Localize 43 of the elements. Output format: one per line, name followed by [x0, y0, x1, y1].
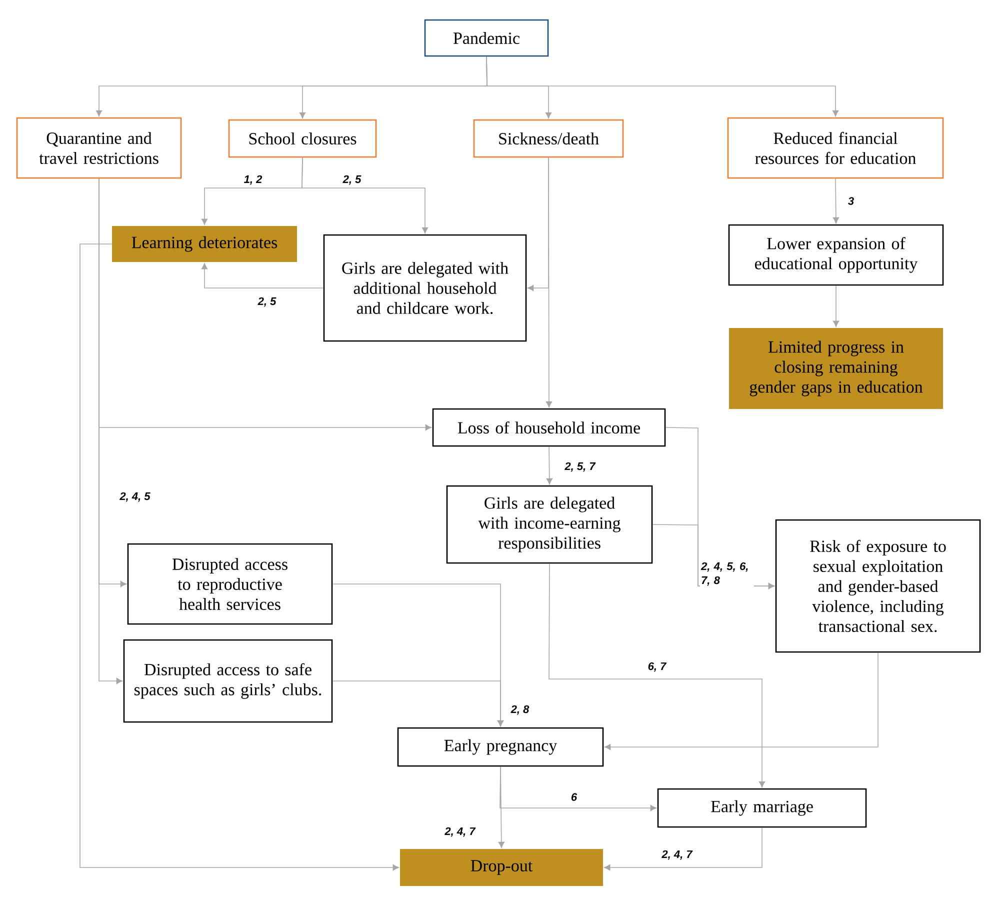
arrow [201, 263, 324, 288]
edge-label: 2, 5 [256, 296, 278, 308]
arrow [548, 563, 766, 788]
arrow [604, 652, 878, 750]
process-box: Girls are delegated with additional household and childcare work. [323, 234, 527, 342]
arrow [832, 178, 840, 224]
arrow [486, 56, 839, 116]
arrow [98, 178, 122, 684]
arrow [604, 827, 762, 871]
process-box: Disrupted access to reproductive health services [127, 543, 333, 625]
edge-label: 1, 2 [242, 174, 264, 186]
arrow [332, 680, 504, 726]
highlight-box: Learning deteriorates [112, 226, 297, 262]
arrow [302, 157, 428, 234]
edge-label: 2, 4, 5 [118, 491, 152, 503]
edge-label: 2, 8 [510, 704, 530, 716]
process-box: Loss of household income [432, 408, 666, 447]
process-box: Girls are delegated with income-earning responsibilities [446, 485, 653, 564]
process-box: Early pregnancy [397, 727, 604, 767]
edge-label: 2, 5 [342, 174, 362, 186]
process-box: Reduced financial resources for education [727, 117, 944, 179]
edge-label: 6 [570, 792, 578, 802]
edge-label: 3 [846, 196, 856, 206]
process-box: Lower expansion of educational opportunity [728, 224, 944, 286]
process-box: Quarantine and travel restrictions [16, 117, 182, 179]
edge-label: 6, 7 [646, 661, 668, 673]
highlight-box: Drop-out [400, 849, 603, 886]
process-box: Pandemic [424, 19, 549, 57]
arrow [500, 766, 656, 812]
edge-label: 2, 4, 7 [444, 826, 476, 838]
arrow [832, 285, 840, 327]
edge-label: 2, 4, 5, 6, 7, 8 [700, 561, 754, 587]
arrow [80, 244, 399, 871]
process-box: Disrupted access to safe spaces such as girls’ clubs. [123, 639, 333, 723]
arrow [546, 157, 552, 408]
arrow [546, 446, 552, 484]
process-box: Sickness/death [473, 119, 624, 158]
process-box: School closures [228, 119, 377, 158]
edge-label: 2, 5, 7 [564, 461, 596, 473]
process-box: Risk of exposure to sexual exploitation and gender-based violence, including transactional sex. [775, 519, 981, 653]
process-box: Early marriage [657, 788, 867, 828]
edge-label: 2, 4, 7 [660, 849, 694, 861]
highlight-box: Limited progress in closing remaining gender gaps in education [729, 328, 944, 409]
